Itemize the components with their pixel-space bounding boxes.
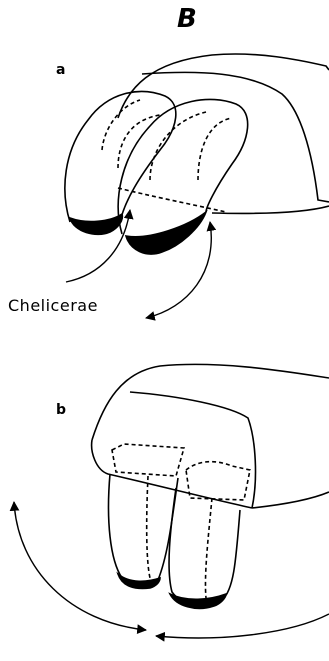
panel-b-carapace-side: [252, 492, 329, 508]
panel-b-carapace-front: [92, 440, 252, 508]
panel-b-arrow-right: [156, 614, 329, 638]
panel-a-label: a: [56, 62, 65, 78]
panel-b-left-base: [112, 444, 184, 476]
panel-a-carapace-front: [212, 206, 329, 213]
panel-b-right-chelicera: [169, 488, 240, 606]
panel-b-right-chelicera-inner: [205, 498, 212, 598]
panel-a-drawing: [65, 54, 329, 318]
panel-b-left-fang: [118, 574, 160, 588]
chelicerae-label: Chelicerae: [8, 296, 98, 315]
panel-a-left-chelicera-inner: [102, 100, 140, 150]
panel-a-carapace: [118, 54, 329, 118]
panel-b-right-fang: [170, 594, 226, 608]
panel-a-carapace-ridge: [142, 72, 329, 202]
figure-label: B: [177, 4, 197, 34]
panel-b-left-chelicera-inner: [147, 476, 150, 578]
panel-a-right-fang: [126, 212, 206, 254]
panel-b-carapace-edge: [130, 392, 255, 508]
panel-b-label: b: [56, 402, 66, 418]
panel-b-left-chelicera: [109, 474, 179, 587]
panel-b-arrow-left: [14, 502, 146, 630]
panel-a-left-fang: [70, 214, 122, 234]
panel-b-carapace-top: [92, 364, 329, 440]
